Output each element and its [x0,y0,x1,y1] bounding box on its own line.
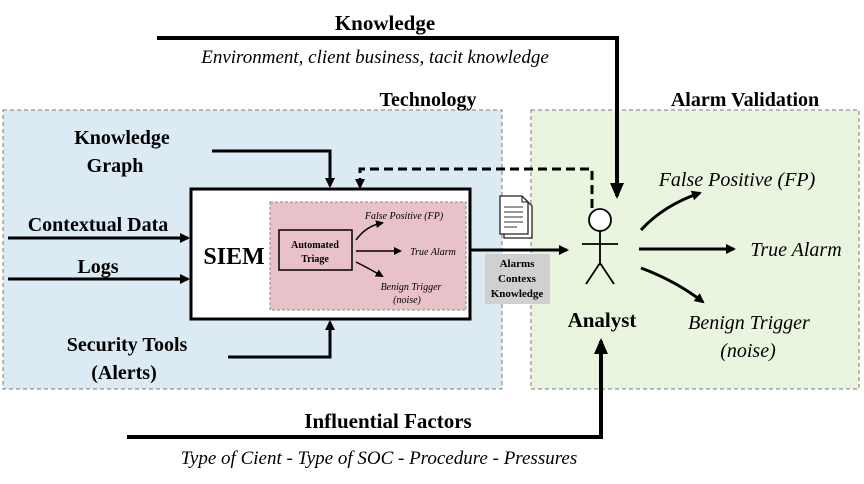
influential-subtitle: Type of Cient - Type of SOC - Procedure … [181,448,577,469]
handoff-label-bg [485,254,550,304]
influential-arrow [127,338,608,439]
security-tools-arrow [228,320,335,359]
triage-fp-label: False Positive (FP) [364,211,444,222]
triage-true-label: True Alarm [410,247,456,258]
analyst-benign-arrow [640,266,705,304]
contextual-data-label: Contextual Data [28,214,169,236]
triage-benign-arrow [355,261,384,277]
triage-benign-label-line2: (noise) [393,295,421,306]
analyst-benign-label-line2: (noise) [720,340,776,362]
knowledge-graph-label-line1: Knowledge [74,127,170,149]
handoff-line1: Alarms [500,258,536,270]
analyst-benign-label-line1: Benign Trigger [688,312,810,334]
analyst-icon [582,208,618,285]
automated-triage-line1: Automated [291,240,339,251]
knowledge-arrow [157,36,624,199]
feedback-dashed-arrow [355,167,594,208]
analyst-true-label: True Alarm [750,239,841,261]
knowledge-subtitle: Environment, client business, tacit know… [200,47,549,68]
automated-triage-box [278,229,353,271]
automated-triage-line2: Triage [301,254,329,265]
handoff-line2: Contexs [498,273,537,285]
logs-label: Logs [77,256,118,278]
knowledge-title: Knowledge [335,11,435,35]
triage-benign-label-line1: Benign Trigger [381,282,442,293]
handoff-line3: Knowledge [491,288,544,300]
knowledge-graph-arrow [212,149,335,188]
security-tools-label-line2: (Alerts) [91,362,157,384]
security-tools-label-line1: Security Tools [67,334,188,356]
technology-title: Technology [379,89,476,111]
siem-label: SIEM [203,244,264,270]
analyst-fp-label: False Positive (FP) [658,169,816,191]
knowledge-graph-label-line2: Graph [87,155,144,177]
document-icon [499,195,533,239]
triage-fp-arrow [355,220,384,241]
analyst-label: Analyst [568,308,637,332]
influential-title: Influential Factors [304,409,471,433]
alarm-validation-title: Alarm Validation [671,89,819,111]
analyst-fp-arrow [639,190,702,232]
